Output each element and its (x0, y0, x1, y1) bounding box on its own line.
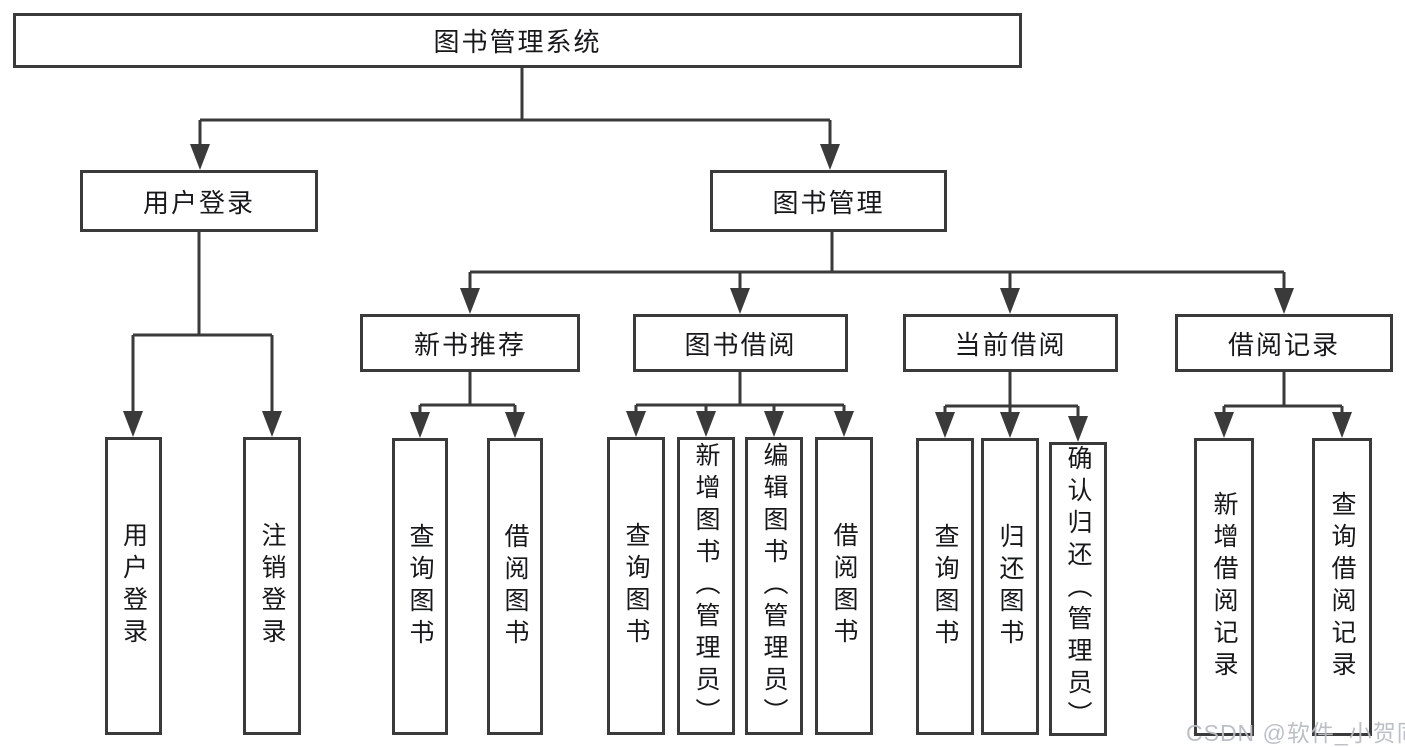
node-bb-borrow-books: 借阅图书 (815, 437, 873, 735)
arrow-down-icon (460, 288, 480, 314)
node-label: 查询图书 (931, 522, 959, 651)
arrow-down-icon (1000, 288, 1020, 314)
node-library-management-system: 图书管理系统 (13, 13, 1022, 68)
arrow-down-icon (505, 412, 525, 438)
node-cb-return-books: 归还图书 (981, 438, 1039, 735)
node-user-login: 用户登录 (80, 170, 318, 232)
node-cb-query-books: 查询图书 (916, 438, 974, 735)
node-label: 图书借阅 (684, 329, 797, 360)
connector-root-to-level2 (190, 68, 840, 170)
node-label: 图书管理系统 (433, 27, 602, 57)
arrow-down-icon (764, 411, 784, 437)
node-label: 新增图书（管理员） (692, 442, 720, 730)
node-label: 借阅记录 (1227, 329, 1340, 360)
node-bb-query-books: 查询图书 (607, 437, 665, 735)
node-label: 借阅图书 (501, 522, 529, 651)
node-label: 查询图书 (622, 522, 650, 650)
node-user-login-leaf: 用户登录 (105, 437, 162, 735)
node-nb-query-books: 查询图书 (392, 438, 448, 735)
connector-book-mgmt-to-groups (460, 232, 1294, 314)
arrow-down-icon (1274, 288, 1294, 314)
arrow-down-icon (262, 411, 282, 437)
node-nb-borrow-books: 借阅图书 (487, 438, 543, 735)
node-label: 注销登录 (258, 522, 286, 650)
connector-new-book-recommendation-to-leaves (410, 372, 525, 438)
node-book-management: 图书管理 (710, 170, 947, 232)
node-bb-add-books-admin: 新增图书（管理员） (677, 437, 735, 735)
connector-borrowing-records-to-leaves (1214, 372, 1352, 438)
node-label: 新增借阅记录 (1210, 491, 1238, 683)
arrow-down-icon (123, 411, 143, 437)
node-book-borrowing: 图书借阅 (633, 314, 848, 372)
arrow-down-icon (410, 412, 430, 438)
node-borrowing-records: 借阅记录 (1175, 314, 1393, 372)
node-label: 借阅图书 (830, 522, 858, 650)
node-label: 当前借阅 (954, 329, 1067, 360)
node-label: 编辑图书（管理员） (760, 442, 788, 730)
node-new-book-recommendation: 新书推荐 (360, 314, 580, 372)
arrow-down-icon (1000, 412, 1020, 438)
node-label: 查询借阅记录 (1328, 491, 1356, 683)
arrow-down-icon (1214, 412, 1234, 438)
arrow-down-icon (935, 412, 955, 438)
connector-user-login-to-leaves (123, 232, 282, 437)
node-label: 图书管理 (772, 187, 885, 218)
node-br-add-record: 新增借阅记录 (1194, 438, 1254, 736)
arrow-down-icon (730, 288, 750, 314)
arrow-down-icon (696, 411, 716, 437)
arrow-down-icon (1068, 416, 1088, 442)
node-label: 用户登录 (119, 522, 148, 650)
node-label: 确认归还（管理员） (1064, 445, 1092, 733)
arrow-down-icon (820, 144, 840, 170)
node-br-query-record: 查询借阅记录 (1312, 438, 1372, 736)
node-cb-confirm-return-admin: 确认归还（管理员） (1049, 442, 1107, 736)
node-label: 用户登录 (142, 187, 255, 218)
connector-book-borrowing-to-leaves (626, 372, 854, 437)
arrow-down-icon (626, 411, 646, 437)
node-label: 归还图书 (996, 522, 1024, 651)
arrow-down-icon (834, 411, 854, 437)
node-bb-edit-books-admin: 编辑图书（管理员） (745, 437, 803, 735)
arrow-down-icon (1332, 412, 1352, 438)
arrow-down-icon (190, 144, 210, 170)
node-logout-leaf: 注销登录 (243, 437, 301, 735)
node-label: 新书推荐 (413, 329, 526, 360)
csdn-watermark: CSDN @软件_小贺同学 (1186, 720, 1405, 746)
node-current-borrowing: 当前借阅 (903, 314, 1118, 372)
node-label: 查询图书 (406, 522, 434, 651)
connector-current-borrowing-to-leaves (935, 372, 1088, 442)
